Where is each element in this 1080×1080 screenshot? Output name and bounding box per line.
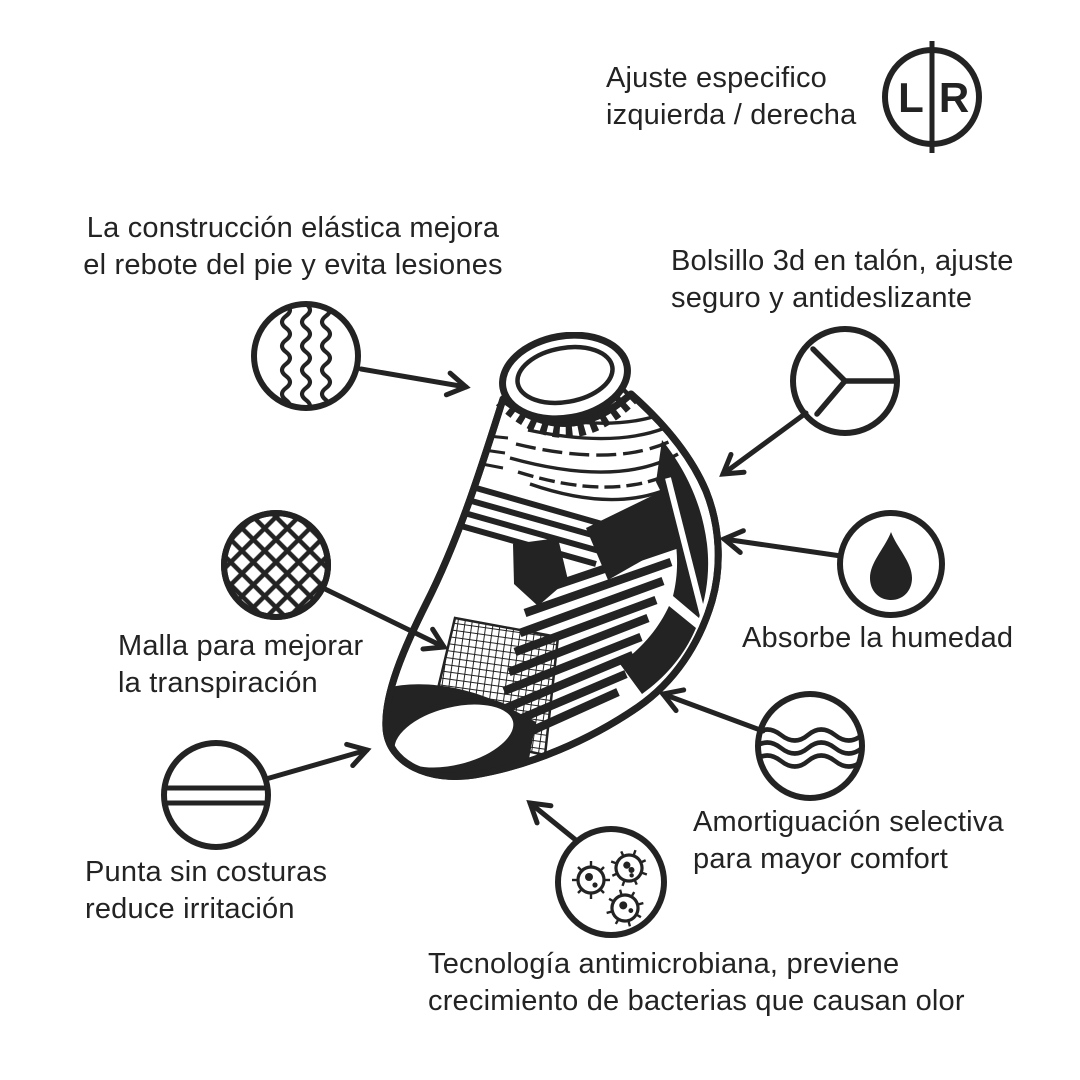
toe-icon-circle [161, 740, 271, 850]
heel-pocket-line1: Bolsillo 3d en talón, ajuste [671, 245, 1014, 277]
heel-pocket-icon [790, 326, 900, 436]
antimicrobial-line2: crecimiento de bacterias que causan olor [428, 985, 965, 1017]
drop-glyph [870, 532, 912, 600]
sock-interior-details [385, 414, 709, 777]
microbe-glyphs [572, 849, 648, 927]
seamless-toe-line2: reduce irritación [85, 893, 295, 925]
mesh-line2: la transpiración [118, 667, 318, 699]
left-right-fit-icon: L R [882, 41, 982, 153]
bacteria-icon-circle [555, 826, 667, 938]
elastic-icon-circle [251, 301, 361, 411]
arrow-moisture [719, 528, 844, 559]
callout-mesh-label: Malla para mejorar la transpiración [118, 628, 363, 702]
cushioning-line1: Amortiguación selectiva [693, 806, 1004, 838]
callout-cushioning-label: Amortiguación selectiva para mayor comfo… [693, 804, 1004, 878]
heel-pocket-line2: seguro y antideslizante [671, 282, 973, 314]
antimicrobial-line1: Tecnología antimicrobiana, previene [428, 948, 900, 980]
callout-fit-label: Ajuste especifico izquierda / derecha [606, 60, 856, 134]
fit-letter-left: L [898, 74, 924, 121]
elastic-coils-icon [251, 301, 361, 411]
callout-elastic-label: La construcción elástica mejora el rebot… [58, 210, 528, 284]
sock-cuff-inner-rim [515, 344, 615, 406]
seamless-toe-icon [161, 740, 271, 850]
moisture-line1: Absorbe la humedad [742, 622, 1014, 654]
elastic-line1: La construcción elástica mejora [86, 212, 500, 244]
callout-heel-pocket-label: Bolsillo 3d en talón, ajuste seguro y an… [671, 243, 1014, 317]
fit-letter-right: R [939, 74, 969, 121]
callout-seamless-toe-label: Punta sin costuras reduce irritación [85, 854, 327, 928]
mesh-icon-hatch [226, 515, 326, 615]
water-drop-icon [837, 510, 945, 618]
mesh-icon-rim [221, 510, 331, 620]
fit-line2: izquierda / derecha [606, 99, 857, 131]
sock-cuff-rib-band [495, 382, 639, 438]
callout-moisture-label: Absorbe la humedad [742, 620, 1013, 657]
antimicrobial-bacteria-icon [555, 826, 667, 938]
wave-lines [760, 727, 860, 769]
fit-line1: Ajuste especifico [606, 62, 828, 94]
callout-antimicrobial-label: Tecnología antimicrobiana, previene crec… [428, 946, 965, 1020]
cushioning-waves-icon [755, 691, 865, 801]
cushioning-line2: para mayor comfort [693, 843, 949, 875]
mesh-line1: Malla para mejorar [118, 630, 364, 662]
mesh-grid-icon [221, 510, 331, 620]
toe-seam-lines [166, 785, 266, 806]
arrow-seamless-toe [263, 741, 372, 782]
sock-illustration [382, 332, 722, 780]
elastic-line2: el rebote del pie y evita lesiones [83, 249, 503, 281]
heel-pocket-branches [810, 346, 899, 417]
elastic-coil-lines [279, 306, 333, 406]
seamless-toe-line1: Punta sin costuras [85, 856, 328, 888]
